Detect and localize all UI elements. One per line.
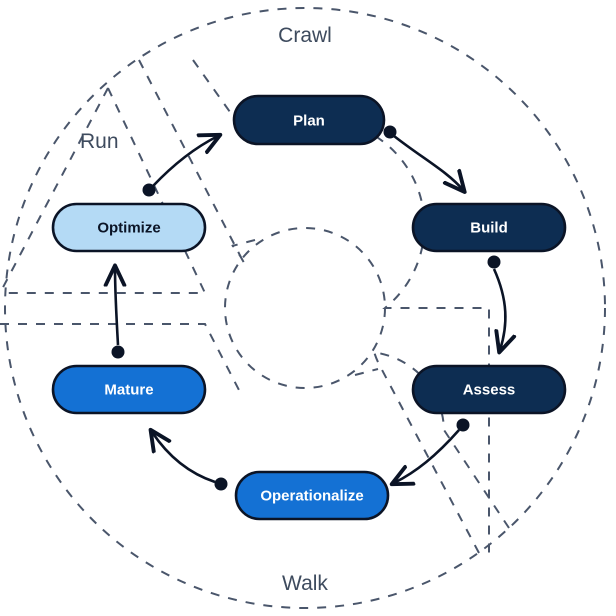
connection-origin-dot	[456, 418, 470, 432]
connection-build-to-assess	[487, 255, 506, 351]
connection-origin-dot	[487, 255, 501, 269]
pill-label: Assess	[463, 382, 516, 399]
connection-origin-dot	[214, 477, 228, 491]
hub-notch-lower-right	[354, 368, 379, 376]
outer-boundary-circle	[4, 7, 606, 609]
pill-label: Operationalize	[260, 488, 363, 505]
pill-label: Optimize	[97, 220, 160, 237]
step-pill-build[interactable]: Build	[411, 202, 567, 253]
connection-path	[393, 134, 463, 190]
phase-label-walk: Walk	[282, 572, 328, 595]
step-pill-plan[interactable]: Plan	[232, 94, 386, 146]
walk-sector-right-outline-2	[372, 347, 480, 554]
pill-shape[interactable]	[51, 364, 207, 415]
pill-label: Mature	[104, 382, 153, 399]
walk-sector-outline	[0, 323, 241, 393]
connection-assess-to-operationalize	[394, 418, 470, 484]
connection-path	[492, 268, 505, 350]
connection-path	[152, 432, 216, 484]
connection-operationalize-to-mature	[152, 432, 228, 491]
hub-notch-upper-left	[231, 239, 256, 247]
connection-origin-dot	[142, 183, 156, 197]
connection-path	[394, 429, 460, 483]
connection-optimize-to-plan	[142, 136, 219, 197]
pill-shape[interactable]	[234, 470, 390, 521]
pill-shape[interactable]	[232, 94, 386, 146]
flow-connections	[112, 125, 506, 491]
inner-hub-circle	[224, 227, 386, 389]
connection-path	[115, 268, 118, 346]
phase-labels: Crawl Run Walk	[80, 24, 332, 595]
pill-shape[interactable]	[411, 364, 567, 415]
connection-origin-dot	[383, 125, 397, 139]
connection-path	[152, 136, 218, 187]
connection-mature-to-optimize	[112, 268, 125, 359]
connection-origin-dot	[111, 345, 125, 359]
step-pills: Plan Build Assess Operationalize Mature	[51, 94, 567, 521]
pill-shape[interactable]	[411, 202, 567, 253]
run-sector-outline	[0, 87, 207, 294]
pill-label: Plan	[293, 113, 325, 130]
pill-shape[interactable]	[51, 202, 207, 253]
step-pill-assess[interactable]: Assess	[411, 364, 567, 415]
step-pill-mature[interactable]: Mature	[51, 364, 207, 415]
phase-label-crawl: Crawl	[278, 24, 332, 47]
step-pill-operationalize[interactable]: Operationalize	[234, 470, 390, 521]
connection-plan-to-build	[383, 125, 464, 191]
step-pill-optimize[interactable]: Optimize	[51, 202, 207, 253]
pill-label: Build	[470, 220, 508, 237]
phase-label-run: Run	[80, 130, 119, 153]
